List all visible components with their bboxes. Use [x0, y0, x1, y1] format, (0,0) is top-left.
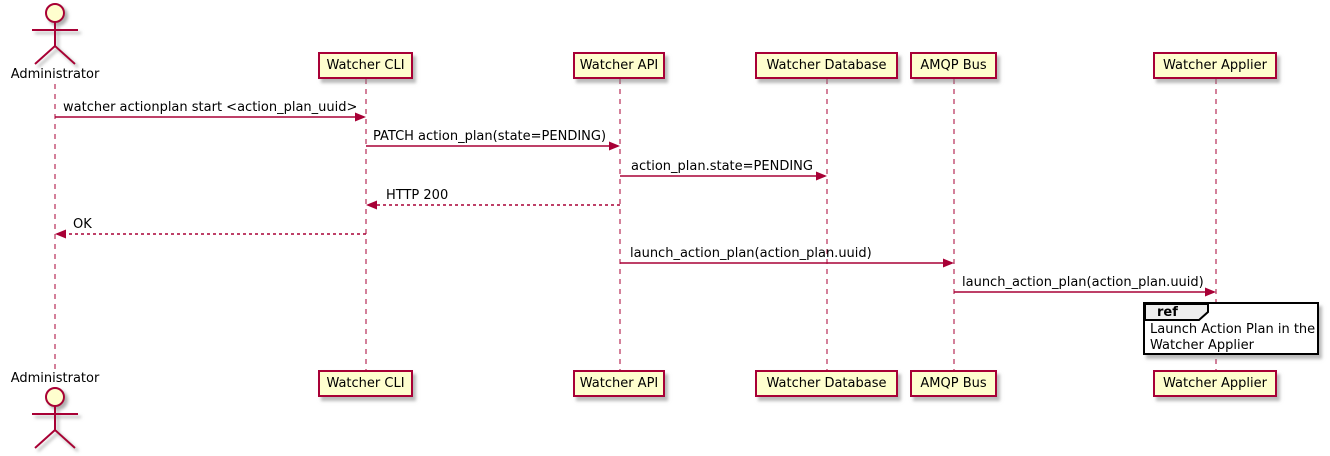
actor-figure-top [32, 3, 78, 65]
message-3-label: action_plan.state=PENDING [631, 159, 813, 174]
actor-figure-bottom [32, 387, 78, 449]
actor-leg-right [54, 45, 76, 65]
message-2-label: PATCH action_plan(state=PENDING) [373, 129, 607, 144]
arrowhead-left-icon [366, 200, 377, 210]
message-5-label: OK [73, 217, 92, 232]
arrowhead-right-icon [816, 171, 827, 181]
arrowhead-left-icon [55, 229, 66, 239]
ref-body-line-2: Watcher Applier [1150, 338, 1254, 353]
message-6-label: launch_action_plan(action_plan.uuid) [630, 246, 872, 261]
actor-head-icon [45, 3, 65, 23]
actor-leg-left [34, 45, 56, 65]
participant-bottom-watcher-applier: Watcher Applier [1153, 370, 1277, 397]
ref-header-shape [1144, 303, 1209, 321]
participant-top-watcher-applier: Watcher Applier [1153, 52, 1277, 79]
message-7-label: launch_action_plan(action_plan.uuid) [962, 275, 1204, 290]
ref-keyword: ref [1157, 305, 1178, 320]
participant-top-watcher-api: Watcher API [573, 52, 665, 79]
ref-body-line-1: Launch Action Plan in the [1150, 322, 1316, 337]
message-1-label: watcher actionplan start <action_plan_uu… [63, 100, 358, 115]
participant-bottom-amqp-bus: AMQP Bus [910, 370, 997, 397]
arrowhead-right-icon [355, 112, 366, 122]
ref-fragment: ref Launch Action Plan in the Watcher Ap… [1143, 302, 1319, 355]
participant-top-watcher-cli: Watcher CLI [318, 52, 413, 79]
participant-bottom-watcher-api: Watcher API [573, 370, 665, 397]
arrowhead-right-icon [1205, 287, 1216, 297]
message-4-label: HTTP 200 [386, 188, 449, 203]
actor-leg-right [54, 429, 76, 449]
arrowhead-right-icon [943, 258, 954, 268]
actor-label-top: Administrator [10, 67, 100, 82]
participant-bottom-watcher-database: Watcher Database [755, 370, 898, 397]
participant-top-watcher-database: Watcher Database [755, 52, 898, 79]
actor-head-icon [45, 387, 65, 407]
ref-body-text: Launch Action Plan in the Watcher Applie… [1150, 322, 1315, 354]
ref-header-pentagon [1144, 303, 1209, 321]
participant-top-amqp-bus: AMQP Bus [910, 52, 997, 79]
actor-leg-left [34, 429, 56, 449]
actor-label-bottom: Administrator [10, 371, 100, 386]
arrowhead-right-icon [609, 141, 620, 151]
participant-bottom-watcher-cli: Watcher CLI [318, 370, 413, 397]
